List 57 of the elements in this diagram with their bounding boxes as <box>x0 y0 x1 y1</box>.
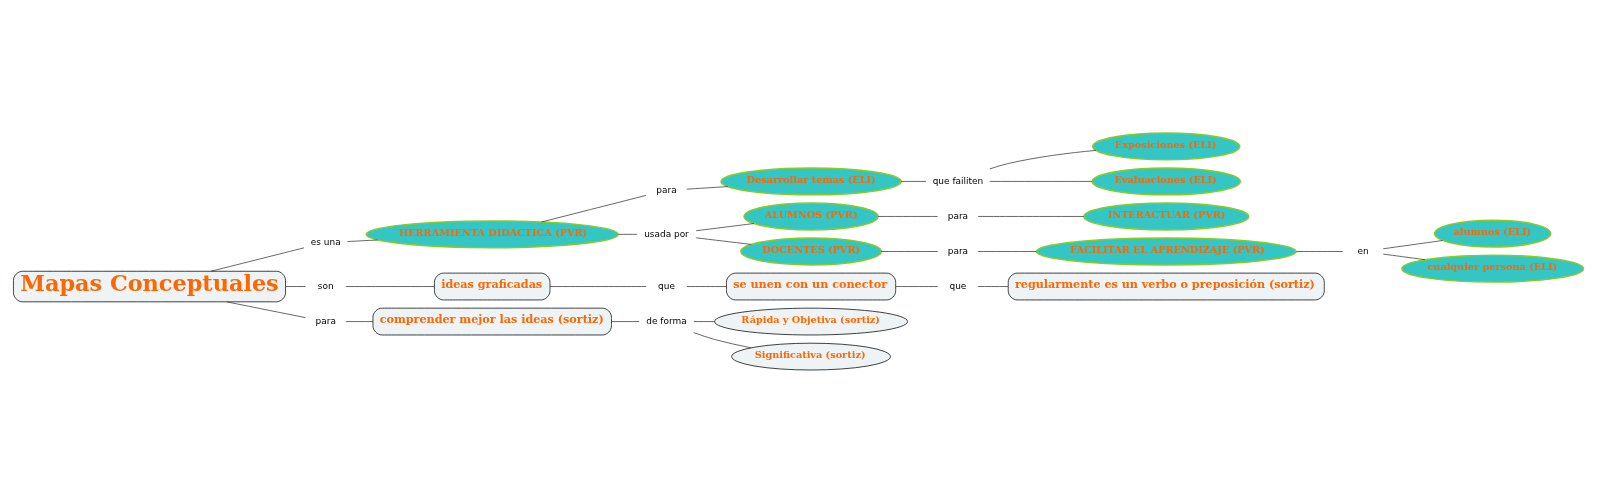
connector <box>880 251 939 252</box>
node-ellipse: INTERACTUAR (PVR) <box>1083 202 1250 231</box>
node-ellipse: Exposiciones (ELI) <box>1092 132 1241 161</box>
connector <box>977 251 1037 252</box>
node-text: usada por <box>644 228 689 239</box>
node-text: son <box>317 280 334 291</box>
node-ellipse: cualquier persona (ELI) <box>1401 254 1585 283</box>
connector <box>989 181 1093 182</box>
connector <box>686 186 729 190</box>
connector <box>226 301 306 319</box>
node-text: que <box>949 280 967 291</box>
node-text: de forma <box>646 315 687 326</box>
connector <box>1296 251 1344 252</box>
connector <box>618 234 638 235</box>
connector <box>693 321 715 322</box>
node-text: para <box>947 245 969 256</box>
node-text: que <box>658 280 675 291</box>
node-text: en <box>1357 245 1369 256</box>
node-text: para <box>947 210 969 221</box>
node-ellipse: alumnos (ELI) <box>1433 219 1552 248</box>
connector <box>989 150 1097 170</box>
connector <box>1382 240 1443 250</box>
connector <box>345 286 435 287</box>
node-ellipse: FACILITAR EL APRENDIZAJE (PVR) <box>1035 237 1297 266</box>
node-text: para <box>656 184 677 195</box>
node-text: que failiten <box>932 175 984 186</box>
connector <box>285 286 306 287</box>
node-ellipse: Evaluaciones (ELI) <box>1091 167 1242 196</box>
node-ellipse: Rápida y Objetiva (sortiz) <box>714 307 908 336</box>
connector <box>693 332 752 349</box>
node-text: es una <box>310 236 341 247</box>
node-ellipse: ALUMNOS (PVR) <box>743 202 879 231</box>
connector <box>977 216 1085 217</box>
node-box: se unen con un conector <box>726 272 897 301</box>
node-text: para <box>315 315 336 326</box>
connector <box>977 286 1009 287</box>
connector <box>611 321 640 322</box>
node-ellipse: HERRAMIENTA DIDÁCTICA (PVR) <box>365 220 619 249</box>
connector <box>541 195 647 223</box>
node-box: regularmente es un verbo o preposición (sortiz) <box>1007 272 1325 301</box>
node-ellipse: Desarrollar temas (ELI) <box>720 167 902 196</box>
node-box: ideas graficadas <box>434 272 551 301</box>
connector <box>345 321 374 322</box>
node-ellipse: DOCENTES (PVR) <box>740 237 883 266</box>
node-box: comprender mejor las ideas (sortiz) <box>372 307 612 336</box>
node-ellipse: Significativa (sortiz) <box>731 342 891 371</box>
node-box: Mapas Conceptuales <box>13 270 286 303</box>
connector <box>895 286 939 287</box>
connector <box>900 181 927 182</box>
connector <box>549 286 647 287</box>
connector <box>686 286 727 287</box>
connector <box>695 237 752 245</box>
connector <box>695 223 755 232</box>
connector <box>347 239 378 242</box>
connector <box>877 216 939 217</box>
connector <box>1382 253 1426 261</box>
connector <box>210 247 305 272</box>
